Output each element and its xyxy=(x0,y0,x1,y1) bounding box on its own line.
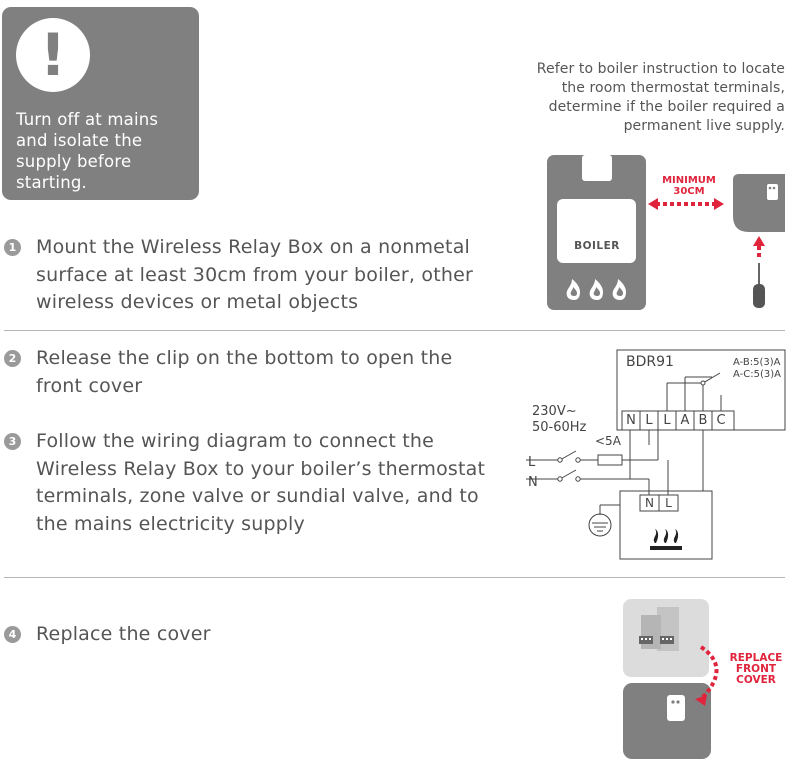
wiring-diagram xyxy=(526,349,786,560)
warning-line: supply before xyxy=(16,152,132,171)
step-4-text: Replace the cover xyxy=(36,621,336,649)
contact-rating: A-C:5(3)A xyxy=(733,369,781,380)
section-divider xyxy=(4,330,785,331)
step-line: terminals, zone valve or sundial valve, … xyxy=(36,485,479,507)
boiler-note: Refer to boiler instruction to locate th… xyxy=(495,60,785,136)
warning-line: Turn off at mains xyxy=(16,110,159,129)
step-line: the mains electricity supply xyxy=(36,512,305,535)
warning-circle xyxy=(16,18,90,92)
replace-label-line: FRONT xyxy=(735,663,777,675)
line-label: L xyxy=(528,455,536,470)
terminal-label: B xyxy=(698,413,708,428)
boiler-terminal-labels: N L xyxy=(640,496,678,510)
step-line: Follow the wiring diagram to connect the xyxy=(36,430,435,452)
step-line: Mount the Wireless Relay Box on a nonmet… xyxy=(36,236,471,258)
boiler-top-notch xyxy=(582,155,612,181)
step-1-text: Mount the Wireless Relay Box on a nonmet… xyxy=(36,234,496,317)
step-line: surface at least 30cm from your boiler, … xyxy=(36,263,474,286)
front-cover xyxy=(623,683,711,759)
replace-cover-label: REPLACE FRONT COVER xyxy=(722,653,790,686)
distance-label: MINIMUM 30CM xyxy=(650,175,728,197)
warning-text: Turn off at mains and isolate the supply… xyxy=(16,109,194,193)
arrow-up xyxy=(753,236,765,246)
cover-diagram xyxy=(623,599,719,759)
boiler-display xyxy=(557,199,636,263)
step-number: 1 xyxy=(4,239,21,256)
note-line: Refer to boiler instruction to locate xyxy=(536,61,785,77)
step-line: Release the clip on the bottom to open t… xyxy=(36,347,453,369)
step-line: Replace the cover xyxy=(36,623,211,645)
terminal-label: N xyxy=(626,413,636,428)
arrow-head-left xyxy=(648,198,658,210)
terminal-label: C xyxy=(716,413,726,428)
terminal-label: N xyxy=(645,496,654,510)
terminal-label: L xyxy=(645,413,653,428)
replace-arrow xyxy=(699,645,719,699)
step-line: Wireless Relay Box to your boiler’s ther… xyxy=(36,457,486,480)
supply-label: 230V~ 50-60Hz xyxy=(532,404,586,436)
terminal-label: L xyxy=(665,496,672,510)
replace-label-line: COVER xyxy=(736,674,776,686)
step-3-text: Follow the wiring diagram to connect the… xyxy=(36,428,506,538)
step-number: 2 xyxy=(4,350,21,367)
note-line: determine if the boiler required a xyxy=(548,99,785,115)
replace-label-line: REPLACE xyxy=(729,652,783,664)
terminal-label: L xyxy=(663,413,671,428)
warning-line: starting. xyxy=(16,173,87,192)
step-line: wireless devices or metal objects xyxy=(36,291,359,313)
step-2-text: Release the clip on the bottom to open t… xyxy=(36,345,496,400)
voltage-label: 230V~ xyxy=(532,404,577,419)
boiler-diagram xyxy=(547,155,785,310)
warning-line: and isolate the xyxy=(16,131,143,150)
note-line: the room thermostat terminals, xyxy=(561,80,785,96)
contact-ratings: A-B:5(3)A A-C:5(3)A xyxy=(733,357,781,381)
distance-label-line: 30CM xyxy=(673,186,705,197)
screwdriver-icon xyxy=(753,263,765,308)
step-number: 4 xyxy=(4,626,21,643)
distance-label-line: MINIMUM xyxy=(662,175,716,186)
step-number: 3 xyxy=(4,433,21,450)
boiler-label: BOILER xyxy=(574,240,620,252)
fuse-label: <5A xyxy=(595,434,621,448)
terminal-labels: N L L A B C xyxy=(622,413,734,428)
note-line: permanent live supply. xyxy=(623,118,785,134)
frequency-label: 50-60Hz xyxy=(532,420,587,435)
exclamation-icon: ! xyxy=(39,21,67,89)
section-divider xyxy=(4,577,785,578)
device-label: BDR91 xyxy=(626,354,674,370)
contact-rating: A-B:5(3)A xyxy=(733,357,781,368)
relay-box xyxy=(733,174,785,232)
heat-icon xyxy=(650,529,682,550)
step-line: front cover xyxy=(36,374,143,397)
neutral-label: N xyxy=(528,475,538,490)
arrow-head-right xyxy=(714,198,724,210)
terminal-label: A xyxy=(680,413,690,428)
boiler-unit xyxy=(619,490,713,560)
